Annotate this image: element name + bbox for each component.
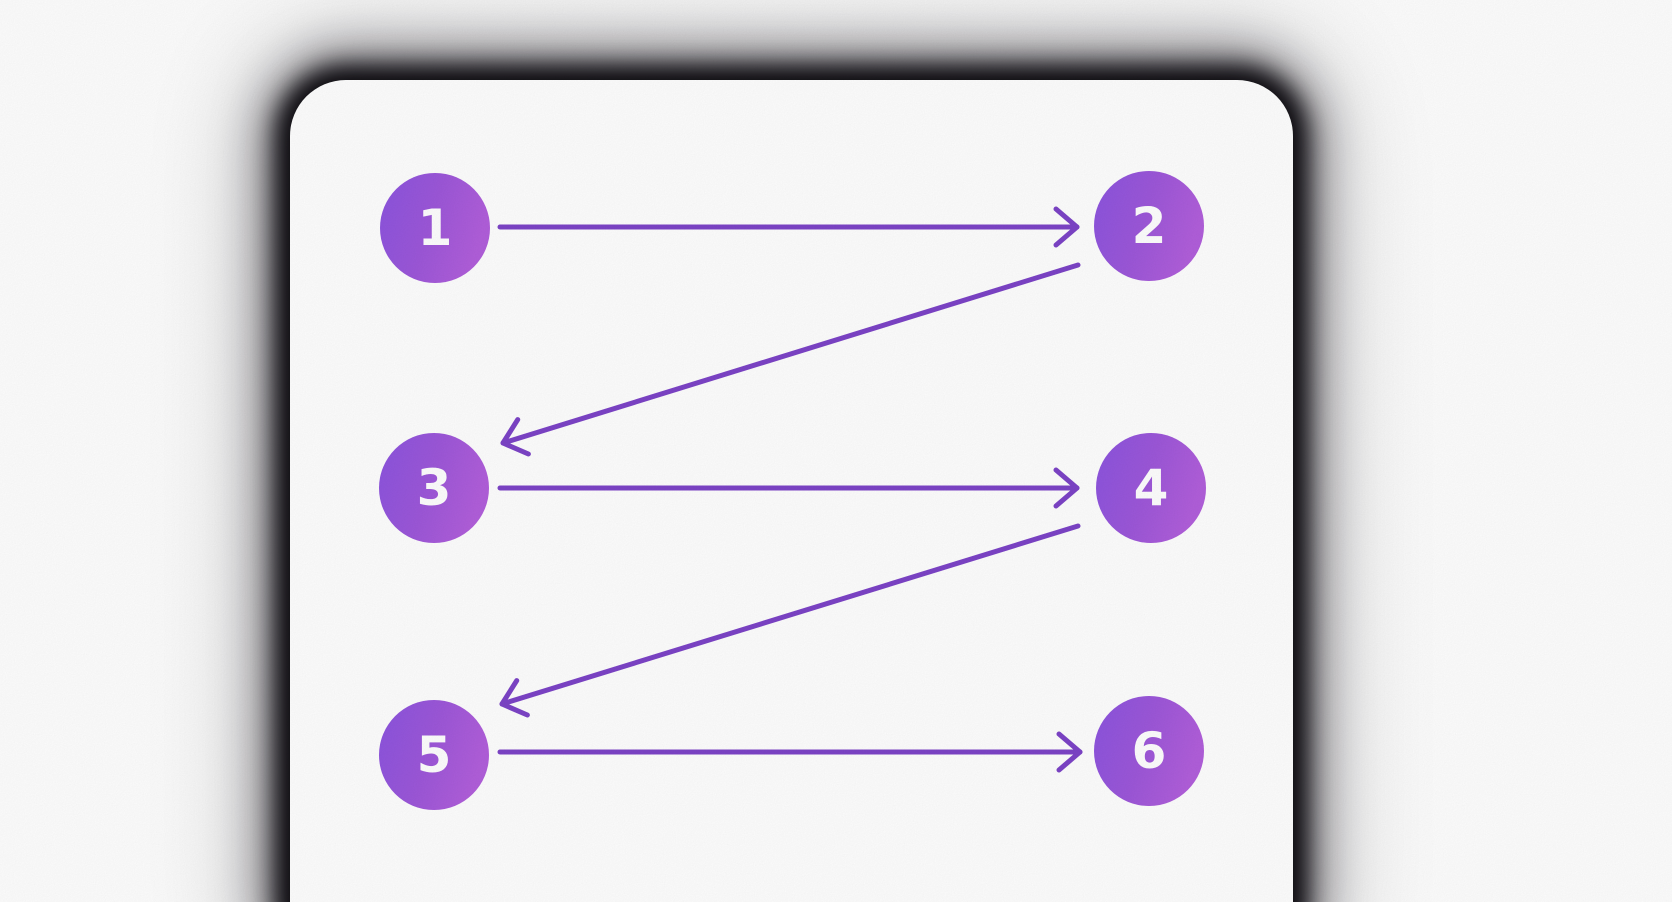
arrow-4-to-5: [499, 523, 1081, 718]
node-6: 6: [1094, 696, 1204, 806]
node-6-label: 6: [1132, 722, 1167, 780]
edges: [497, 206, 1083, 773]
arrow-2-to-3: [500, 262, 1081, 457]
node-2: 2: [1094, 171, 1204, 281]
node-5: 5: [379, 700, 489, 810]
node-3: 3: [379, 433, 489, 543]
node-1: 1: [380, 173, 490, 283]
node-4-label: 4: [1134, 459, 1169, 517]
node-5-label: 5: [417, 726, 452, 784]
node-2-label: 2: [1132, 197, 1167, 255]
node-3-label: 3: [417, 459, 452, 517]
node-1-label: 1: [418, 199, 453, 257]
node-4: 4: [1096, 433, 1206, 543]
